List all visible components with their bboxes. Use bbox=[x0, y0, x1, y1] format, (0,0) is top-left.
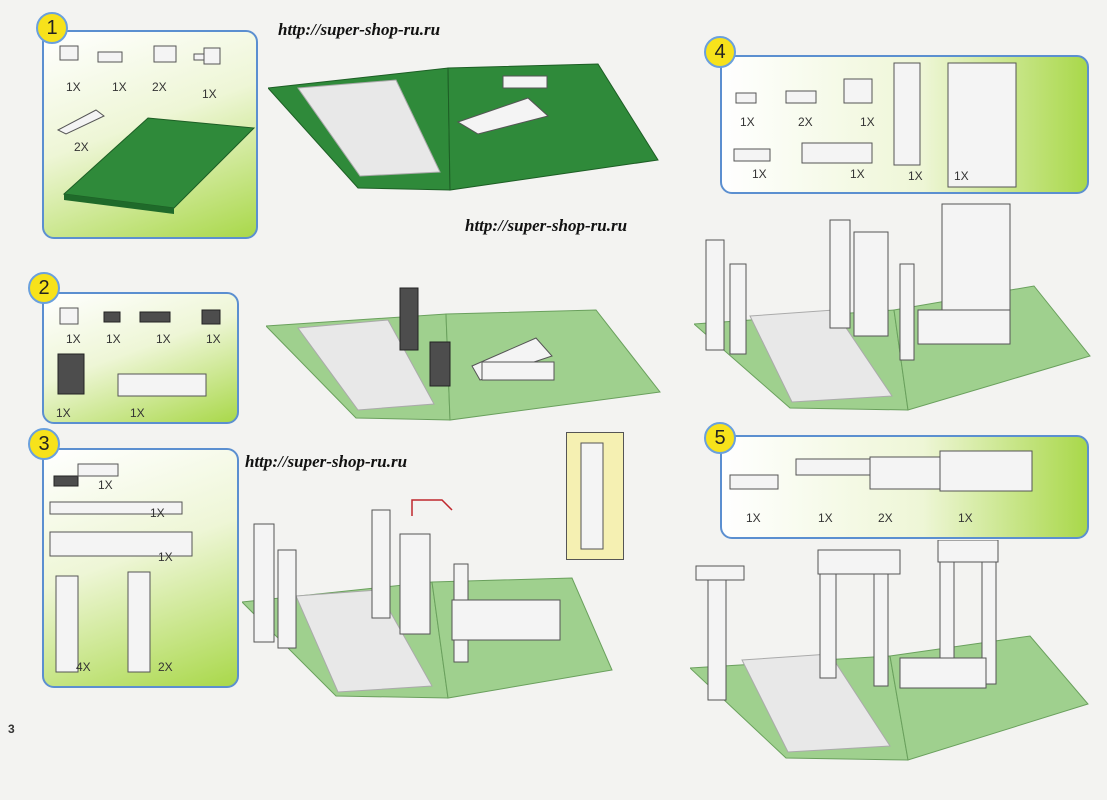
step-2-parts-illustration bbox=[57, 307, 221, 397]
step-3-qty-1: 1X bbox=[98, 478, 113, 492]
step-3-badge: 3 bbox=[28, 428, 60, 460]
step-4-parts-illustration bbox=[733, 62, 1017, 188]
step-4-qty-6: 1X bbox=[908, 169, 923, 183]
step-2-qty-6: 1X bbox=[130, 406, 145, 420]
watermark-url-top: http://super-shop-ru.ru bbox=[278, 20, 441, 39]
step-5-assembly-illustration bbox=[690, 540, 1089, 761]
step-1-qty-5: 2X bbox=[74, 140, 89, 154]
step-4-qty-5: 1X bbox=[850, 167, 865, 181]
page-number: 3 bbox=[8, 722, 15, 736]
step-2-assembly-illustration bbox=[266, 287, 661, 421]
step-3-qty-2: 1X bbox=[150, 506, 165, 520]
step-3-callout-brick bbox=[580, 442, 604, 550]
step-5-qty-4: 1X bbox=[958, 511, 973, 525]
watermark-url-middle: http://super-shop-ru.ru bbox=[465, 216, 628, 235]
step-2-qty-4: 1X bbox=[206, 332, 221, 346]
step-2-qty-3: 1X bbox=[156, 332, 171, 346]
step-4-qty-3: 1X bbox=[860, 115, 875, 129]
step-3-assembly-illustration bbox=[242, 499, 613, 699]
step-3-parts-illustration bbox=[49, 463, 193, 673]
step-5-parts-panel: 1X 1X 2X 1X bbox=[720, 435, 1089, 539]
step-1-qty-3: 2X bbox=[152, 80, 167, 94]
step-4-qty-2: 2X bbox=[798, 115, 813, 129]
step-3-qty-5: 2X bbox=[158, 660, 173, 674]
step-3-parts-panel: 1X 1X 1X 4X 2X bbox=[42, 448, 239, 688]
step-4-parts-panel: 1X 2X 1X 1X 1X 1X 1X bbox=[720, 55, 1089, 194]
step-5-badge: 5 bbox=[704, 422, 736, 454]
step-2-parts-panel: 1X 1X 1X 1X 1X 1X bbox=[42, 292, 239, 424]
step-2-qty-5: 1X bbox=[56, 406, 71, 420]
step-2-qty-2: 1X bbox=[106, 332, 121, 346]
step-3-qty-4: 4X bbox=[76, 660, 91, 674]
step-4-qty-1: 1X bbox=[740, 115, 755, 129]
step-1-qty-4: 1X bbox=[202, 87, 217, 101]
step-4-assembly-illustration bbox=[694, 203, 1091, 411]
step-1-qty-2: 1X bbox=[112, 80, 127, 94]
step-5-qty-1: 1X bbox=[746, 511, 761, 525]
step-4-badge: 4 bbox=[704, 36, 736, 68]
step-3-callout-box bbox=[566, 432, 624, 560]
step-1-assembly-illustration bbox=[268, 63, 659, 191]
step-4-qty-4: 1X bbox=[752, 167, 767, 181]
step-2-badge: 2 bbox=[28, 272, 60, 304]
step-5-qty-2: 1X bbox=[818, 511, 833, 525]
step-4-qty-7: 1X bbox=[954, 169, 969, 183]
watermark-url-left: http://super-shop-ru.ru bbox=[245, 452, 408, 471]
step-3-qty-3: 1X bbox=[158, 550, 173, 564]
step-5-qty-3: 2X bbox=[878, 511, 893, 525]
step-5-parts-illustration bbox=[729, 450, 1033, 492]
step-1-parts-panel: 1X 1X 2X 1X 2X bbox=[42, 30, 258, 239]
step-1-qty-1: 1X bbox=[66, 80, 81, 94]
step-1-badge: 1 bbox=[36, 12, 68, 44]
step-1-parts-illustration bbox=[56, 45, 256, 214]
step-2-qty-1: 1X bbox=[66, 332, 81, 346]
